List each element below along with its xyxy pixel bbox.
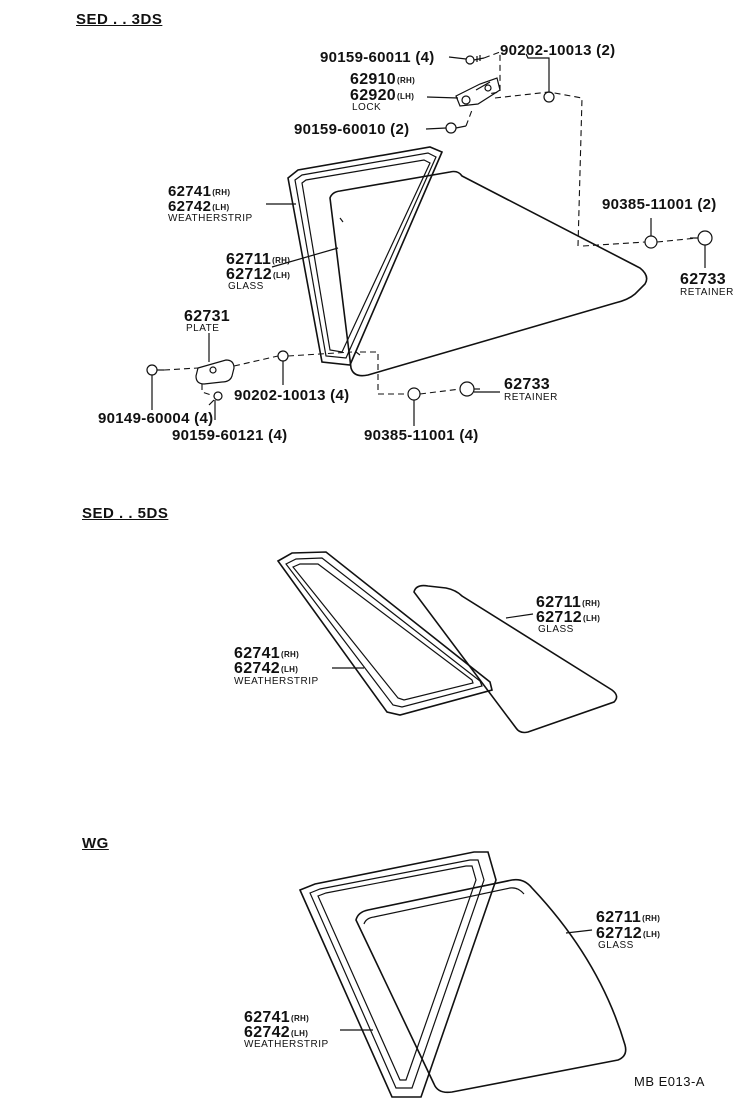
label-glass-wg: GLASS <box>598 940 634 951</box>
sed3-glass <box>329 170 648 377</box>
label-62733-right: 62733 <box>680 271 726 288</box>
label-62742-wg: 62742(LH) <box>244 1024 309 1041</box>
label-62910: 62910(RH) <box>350 71 416 88</box>
label-62920: 62920(LH) <box>350 87 415 104</box>
sed5-weatherstrip <box>276 551 493 716</box>
label-62741: 62741(RH) <box>168 183 231 200</box>
label-plate: PLATE <box>186 323 220 334</box>
section-heading-sed-3ds: SED . . 3DS <box>76 11 163 28</box>
sed3-bolt-60011 <box>465 55 485 65</box>
label-90159-60010: 90159-60010 (2) <box>294 121 410 138</box>
label-90159-60011: 90159-60011 (4) <box>320 49 435 66</box>
label-62742-sed5: 62742(LH) <box>234 660 299 677</box>
label-lock: LOCK <box>352 102 382 113</box>
label-retainer-bottom: RETAINER <box>504 392 558 403</box>
section-heading-sed-5ds: SED . . 5DS <box>82 505 169 522</box>
label-90202-10013-4: 90202-10013 (4) <box>234 387 350 404</box>
label-62712-wg: 62712(LH) <box>596 925 661 942</box>
sed5-glass <box>413 584 618 734</box>
label-62711: 62711(RH) <box>226 251 291 268</box>
label-62711-sed5: 62711(RH) <box>536 594 601 611</box>
sed3-bolt-60121 <box>208 391 223 406</box>
label-62733-bottom: 62733 <box>504 376 550 393</box>
label-weatherstrip-sed5: WEATHERSTRIP <box>234 676 319 687</box>
label-62731: 62731 <box>184 308 230 325</box>
label-62712-sed5: 62712(LH) <box>536 609 601 626</box>
label-glass: GLASS <box>228 281 264 292</box>
sed3-nut-top <box>543 91 555 103</box>
wg-weatherstrip <box>298 851 497 1098</box>
label-glass-sed5: GLASS <box>538 624 574 635</box>
label-62711-wg: 62711(RH) <box>596 909 661 926</box>
label-weatherstrip-wg: WEATHERSTRIP <box>244 1039 329 1050</box>
wg-glass <box>355 878 627 1094</box>
label-90385-11001-2: 90385-11001 (2) <box>602 196 717 213</box>
figure-code: MB E013-A <box>634 1074 705 1089</box>
label-90159-60121: 90159-60121 (4) <box>172 427 288 444</box>
section-heading-wg: WG <box>82 835 109 852</box>
label-62741-wg: 62741(RH) <box>244 1009 310 1026</box>
label-weatherstrip: WEATHERSTRIP <box>168 213 253 224</box>
sed3-bolt-60010 <box>445 122 467 134</box>
sed3-weatherstrip <box>287 146 444 366</box>
label-retainer-right: RETAINER <box>680 287 734 298</box>
label-62712: 62712(LH) <box>226 266 291 283</box>
sed3-clip-bottom <box>407 381 480 401</box>
sed3-lock <box>455 77 501 107</box>
label-90149-60004: 90149-60004 (4) <box>98 410 214 427</box>
sed3-screw-60004 <box>146 364 164 376</box>
sed3-plate <box>195 359 235 385</box>
label-62742: 62742(LH) <box>168 198 230 215</box>
label-62741-sed5: 62741(RH) <box>234 645 300 662</box>
label-90202-10013-2: 90202-10013 (2) <box>500 42 616 59</box>
sed3-nut-plate <box>277 350 289 362</box>
label-90385-11001-4: 90385-11001 (4) <box>364 427 479 444</box>
